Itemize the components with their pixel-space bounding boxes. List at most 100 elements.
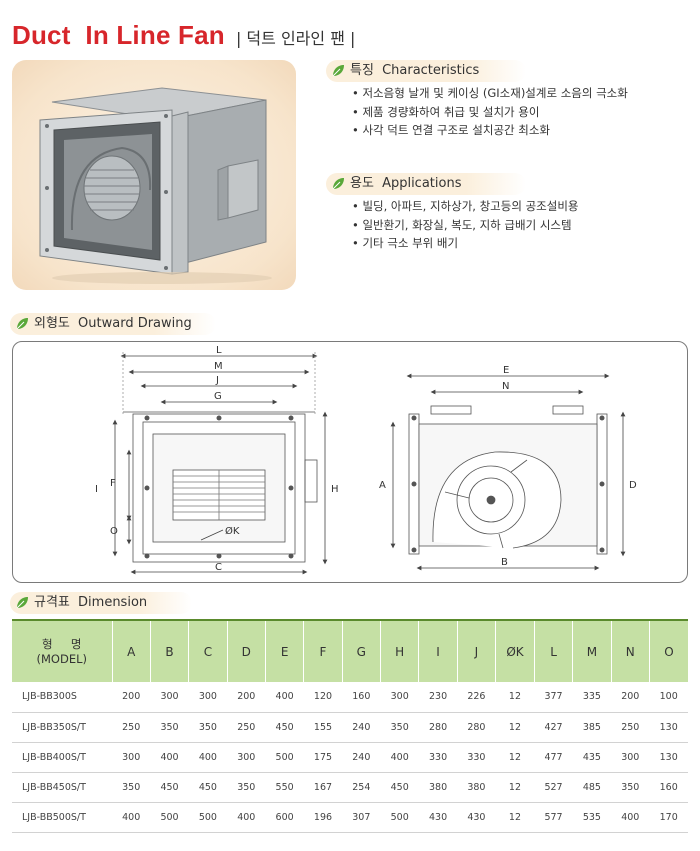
table-cell: 230	[418, 682, 458, 713]
duct-fan-illustration	[39, 87, 272, 284]
table-cell: 155	[303, 712, 343, 743]
dim-label-I: I	[95, 484, 98, 495]
table-cell: 12	[495, 772, 535, 803]
column-header: A	[112, 619, 151, 682]
table-cell: 430	[457, 802, 496, 833]
table-cell: 170	[649, 802, 688, 833]
table-cell: 435	[572, 742, 612, 773]
column-header: H	[380, 619, 420, 682]
table-cell: 377	[534, 682, 573, 713]
column-header: B	[150, 619, 190, 682]
model-column-header: 형 명 (MODEL)	[12, 619, 113, 682]
table-cell: 12	[495, 682, 535, 713]
table-cell: 527	[534, 772, 573, 803]
table-cell: 350	[227, 772, 266, 803]
table-cell: 120	[303, 682, 343, 713]
leaf-icon	[332, 178, 344, 190]
table-cell: 500	[150, 802, 189, 833]
characteristics-list: 저소음형 날개 및 케이싱 (GI소재)설계로 소음의 극소화 제품 경량화하여…	[352, 84, 628, 140]
table-cell: 430	[418, 802, 458, 833]
column-header: G	[342, 619, 382, 682]
table-cell: 280	[418, 712, 458, 743]
applications-heading-en: Applications	[382, 176, 462, 191]
column-header: I	[418, 619, 458, 682]
column-header: C	[188, 619, 228, 682]
column-header: L	[534, 619, 574, 682]
title-ko: | 덕트 인라인 팬 |	[235, 29, 356, 48]
dimension-heading-ko: 규격표	[34, 595, 70, 610]
table-cell: 280	[457, 712, 496, 743]
model-header-ko: 형 명	[42, 636, 82, 651]
table-cell: 380	[418, 772, 458, 803]
table-cell: 12	[495, 712, 535, 743]
table-cell: 400	[188, 742, 228, 773]
dimension-heading: 규격표 Dimension	[10, 592, 192, 614]
table-cell: 254	[342, 772, 381, 803]
outward-drawing-heading: 외형도 Outward Drawing	[10, 313, 216, 335]
model-cell: LJB-BB400S/T	[12, 742, 112, 773]
table-cell: 130	[649, 712, 688, 743]
table-cell: 300	[188, 682, 228, 713]
applications-list: 빌딩, 아파트, 지하상가, 창고등의 공조설비용 일반환기, 화장실, 복도,…	[352, 197, 578, 253]
table-cell: 240	[342, 742, 381, 773]
table-cell: 400	[112, 802, 151, 833]
table-cell: 200	[112, 682, 151, 713]
table-cell: 160	[342, 682, 381, 713]
table-cell: 160	[649, 772, 688, 803]
table-cell: 350	[611, 772, 650, 803]
table-cell: 130	[649, 742, 688, 773]
applications-heading-ko: 용도	[350, 176, 374, 191]
list-item: 사각 덕트 연결 구조로 설치공간 최소화	[352, 121, 628, 140]
title-en: Duct In Line Fan	[12, 20, 225, 50]
table-cell: 600	[265, 802, 304, 833]
table-cell: 307	[342, 802, 381, 833]
table-cell: 200	[611, 682, 650, 713]
model-header-en: (MODEL)	[36, 651, 87, 666]
table-cell: 350	[380, 712, 419, 743]
table-cell: 500	[265, 742, 304, 773]
table-cell: 400	[150, 742, 189, 773]
table-cell: 196	[303, 802, 343, 833]
table-cell: 380	[457, 772, 496, 803]
table-cell: 550	[265, 772, 304, 803]
dim-label-L: L	[216, 345, 222, 356]
table-cell: 167	[303, 772, 343, 803]
page-title: Duct In Line Fan | 덕트 인라인 팬 |	[12, 20, 355, 51]
dim-label-C: C	[215, 562, 222, 573]
column-header: D	[227, 619, 266, 682]
outward-drawing-heading-en: Outward Drawing	[78, 316, 192, 331]
dim-label-N: N	[502, 381, 509, 392]
table-cell: 427	[534, 712, 573, 743]
dim-label-M: M	[214, 361, 223, 372]
model-cell: LJB-BB500S/T	[12, 802, 112, 833]
dim-label-G: G	[214, 391, 222, 402]
table-cell: 500	[188, 802, 228, 833]
table-cell: 250	[112, 712, 151, 743]
list-item: 제품 경량화하여 취급 및 설치가 용이	[352, 103, 628, 122]
column-header: J	[457, 619, 497, 682]
table-cell: 385	[572, 712, 612, 743]
column-header: ØK	[495, 619, 535, 682]
dim-label-F: F	[110, 478, 116, 489]
technical-drawing: L M J G I F O H ØK C E N A D B	[95, 345, 637, 575]
table-cell: 450	[188, 772, 228, 803]
dim-label-B: B	[501, 557, 508, 568]
dim-label-O: O	[110, 526, 118, 537]
table-cell: 450	[150, 772, 189, 803]
table-cell: 535	[572, 802, 612, 833]
dim-label-A: A	[379, 480, 386, 491]
table-cell: 450	[265, 712, 304, 743]
leaf-icon	[16, 597, 28, 609]
table-cell: 226	[457, 682, 496, 713]
table-cell: 350	[188, 712, 228, 743]
column-header: M	[572, 619, 612, 682]
column-header: F	[303, 619, 343, 682]
leaf-icon	[332, 65, 344, 77]
table-cell: 240	[342, 712, 381, 743]
product-photo	[12, 60, 296, 290]
dim-label-D: D	[629, 480, 637, 491]
